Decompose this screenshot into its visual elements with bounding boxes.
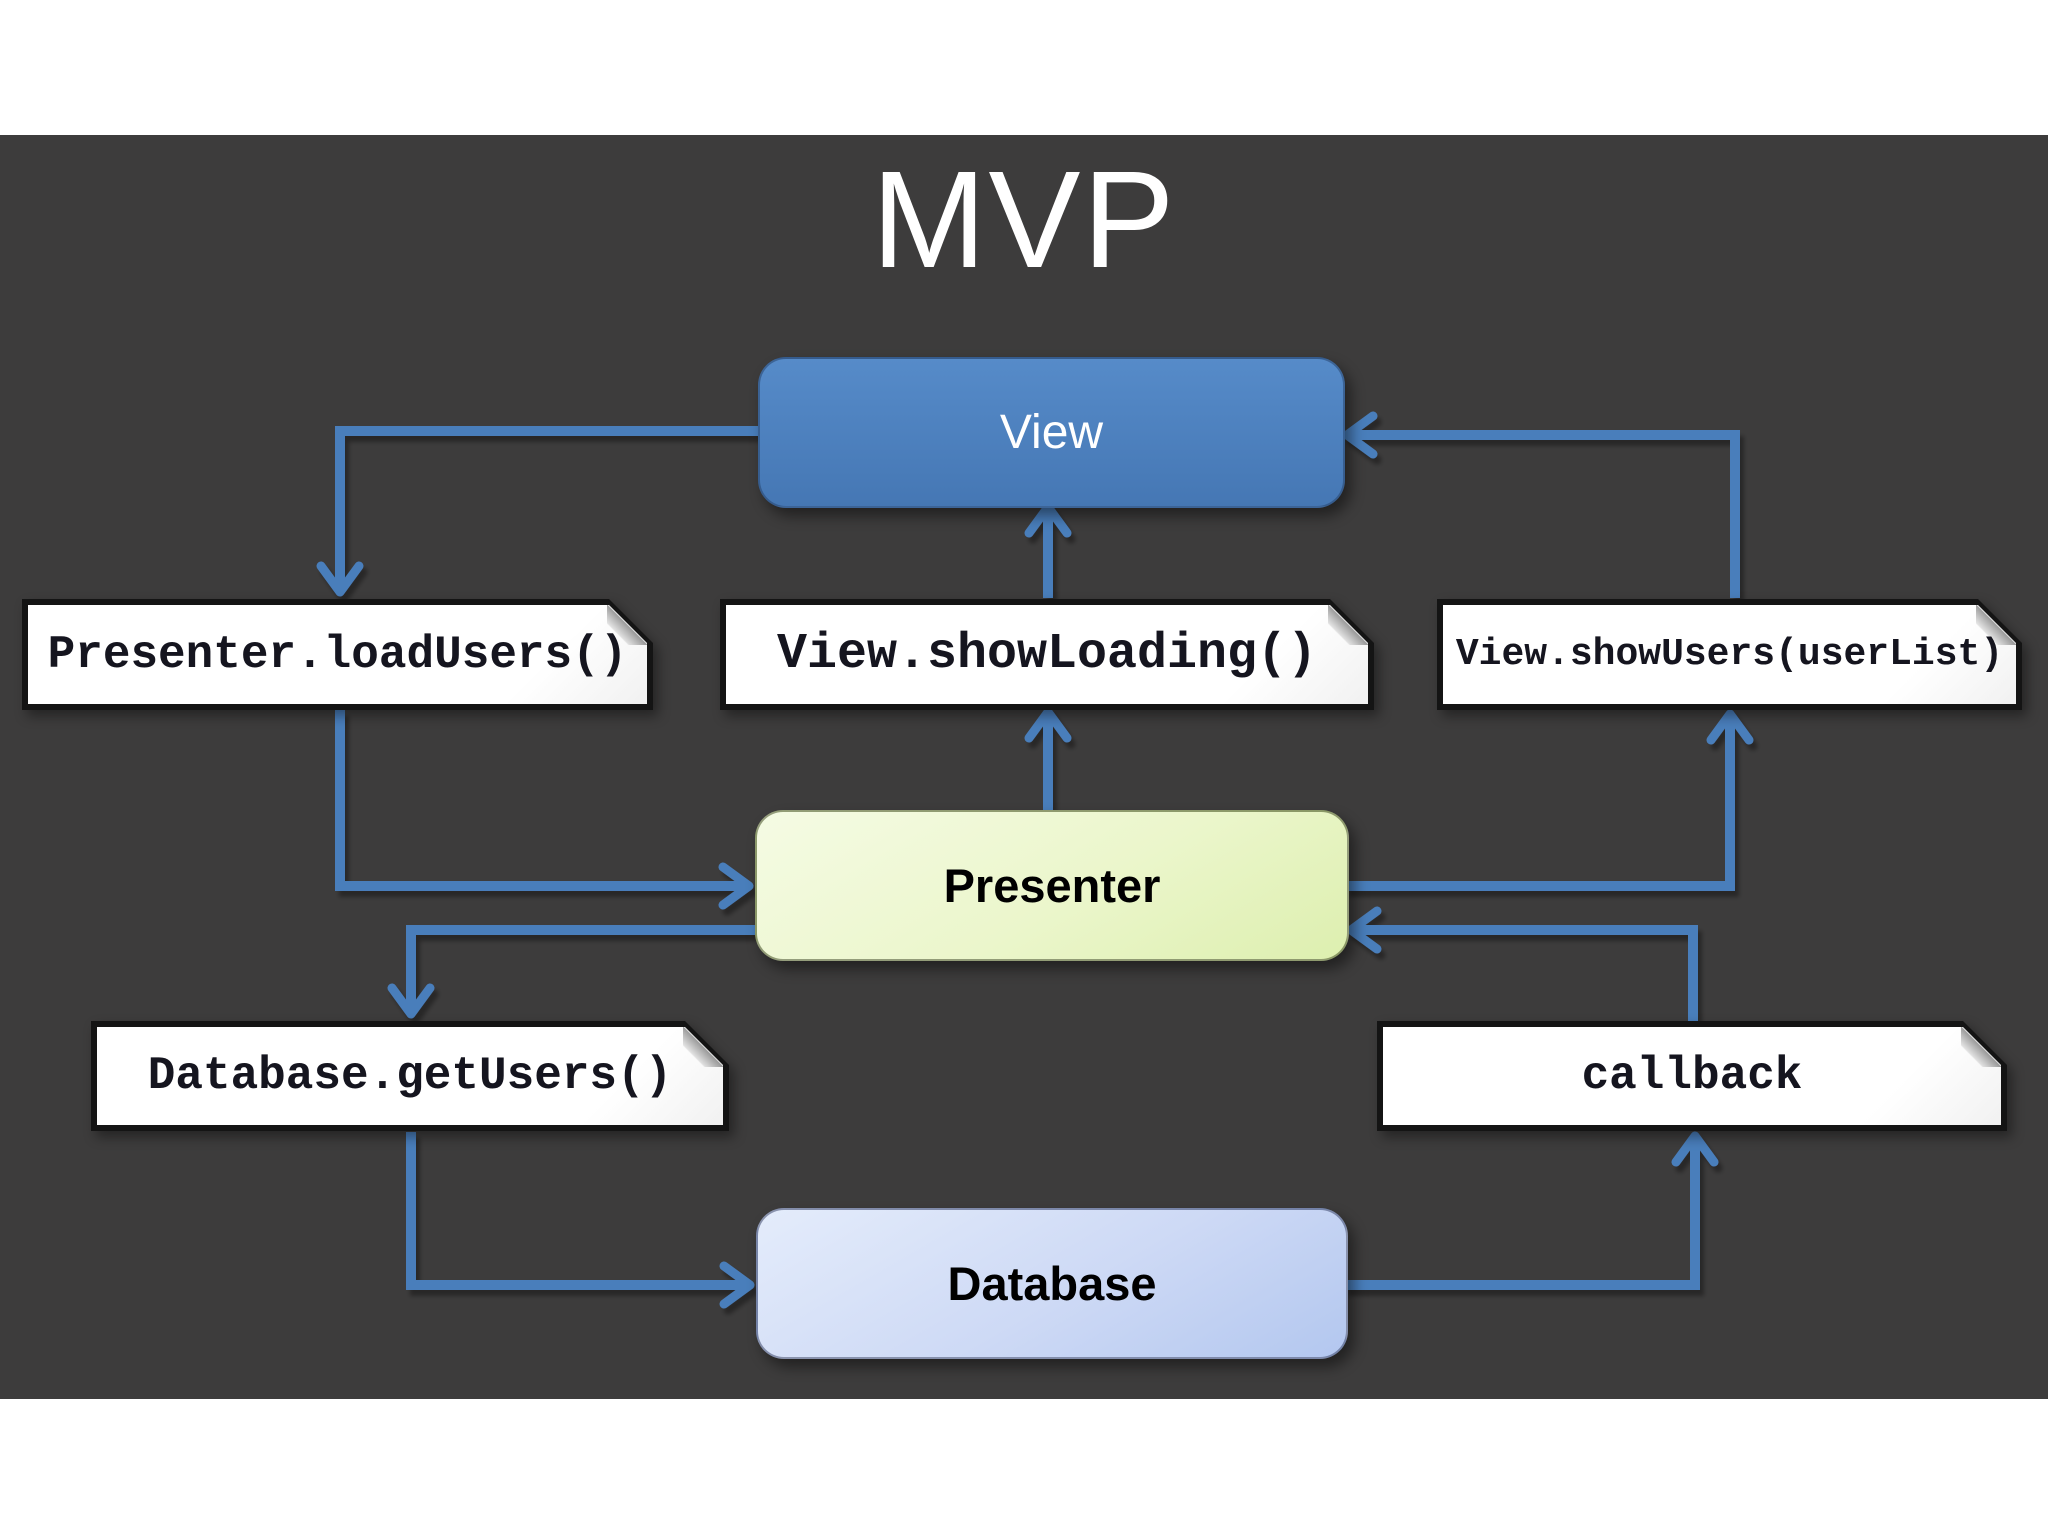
node-database-label: Database	[947, 1257, 1157, 1310]
connector-get_users-to-database	[406, 1132, 755, 1309]
node-presenter: Presenter	[755, 810, 1349, 961]
node-view-label: View	[999, 406, 1104, 459]
connector-presenter-to-show_users	[1345, 709, 1754, 891]
call-label-text: callback	[1581, 1050, 1803, 1102]
connector-callback-to-presenter	[1346, 906, 1698, 1021]
connector-database-to-callback	[1344, 1131, 1719, 1290]
connector-presenter-to-get_users	[387, 925, 755, 1019]
connector-view-to-load_users	[316, 426, 758, 597]
call-label-database-getusers: Database.getUsers()	[91, 1021, 729, 1131]
call-label-text: Database.getUsers()	[147, 1050, 673, 1102]
call-label-view-showloading: View.showLoading()	[720, 599, 1374, 710]
connector-load_users-to-presenter	[335, 710, 754, 910]
node-view: View	[758, 357, 1345, 508]
diagram-title: MVP	[871, 143, 1177, 297]
node-database: Database	[756, 1208, 1348, 1359]
call-label-text: View.showUsers(userList)	[1455, 633, 2004, 676]
node-presenter-label: Presenter	[943, 859, 1161, 912]
connector-show_users-to-view	[1342, 411, 1740, 598]
call-label-view-showusers: View.showUsers(userList)	[1437, 599, 2022, 710]
call-label-presenter-loadusers: Presenter.loadUsers()	[22, 599, 653, 710]
call-label-text: View.showLoading()	[776, 626, 1318, 683]
call-label-text: Presenter.loadUsers()	[47, 628, 628, 681]
call-label-callback: callback	[1377, 1021, 2007, 1131]
